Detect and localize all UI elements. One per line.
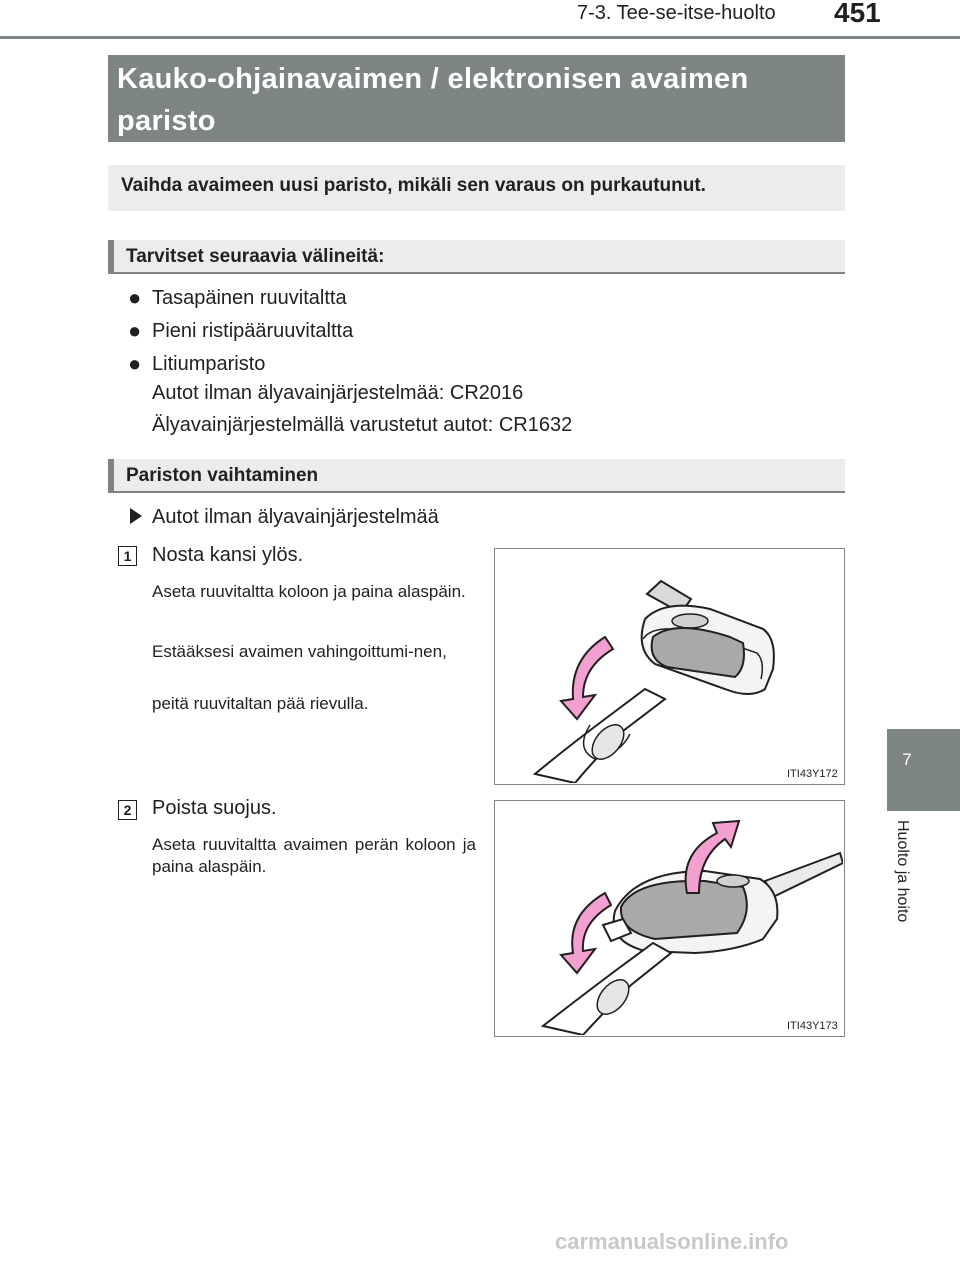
replace-section-head [108,459,845,493]
header-rule [0,36,960,39]
step-number: 2 [118,800,137,820]
figure-code: ITI43Y173 [787,1020,838,1032]
tool-item: Pieni ristipääruuvitaltta [152,320,354,342]
tool-item: Litiumparisto [152,353,266,375]
bullet-icon: ● [128,285,142,310]
step-number: 1 [118,546,137,566]
step-title: Nosta kansi ylös. [152,544,304,566]
page-title: Kauko-ohjainavaimen / elektronisen avaim… [117,63,749,137]
key-cover-removal-illustration [540,819,845,1037]
intro-banner [108,165,845,211]
tools-section-head [108,240,845,274]
step-note: peitä ruuvitaltan pää rievulla. [152,694,369,713]
replace-heading: Pariston vaihtaminen [126,465,319,486]
chapter-tab [887,729,960,811]
step-note: Estääksesi avaimen vahingoittumi-nen, [152,642,447,661]
battery-line: Autot ilman älyavainjärjestelmää: CR2016 [152,382,524,404]
key-cover-illustration [532,579,775,785]
title-bar [108,55,845,142]
chapter-label: Huolto ja hoito [894,820,911,923]
tool-item: Tasapäinen ruuvitaltta [152,287,347,309]
section-header: 7-3. Tee-se-itse-huolto [577,2,776,24]
footer-watermark: carmanualsonline.info [555,1229,789,1254]
page-number: 451 [834,0,881,28]
step-note: Aseta ruuvitaltta koloon ja paina alaspä… [152,582,466,601]
step-title: Poista suojus. [152,797,277,819]
figure-step-1: ITI43Y172 [494,548,845,785]
intro-text: Vaihda avaimeen uusi paristo, mikäli sen… [121,175,706,196]
triangle-bullet-icon [130,508,142,524]
tools-heading: Tarvitset seuraavia välineitä: [126,246,385,267]
battery-line: Älyavainjärjestelmällä varustetut autot:… [152,414,573,436]
figure-step-2: ITI43Y173 [494,800,845,1037]
bullet-icon: ● [128,351,142,376]
bullet-icon: ● [128,318,142,343]
figure-code: ITI43Y172 [787,768,838,780]
step-note: Aseta ruuvitaltta avaimen perän koloon j… [152,835,476,876]
replace-subheading: Autot ilman älyavainjärjestelmää [152,506,439,528]
chapter-number: 7 [902,750,912,769]
